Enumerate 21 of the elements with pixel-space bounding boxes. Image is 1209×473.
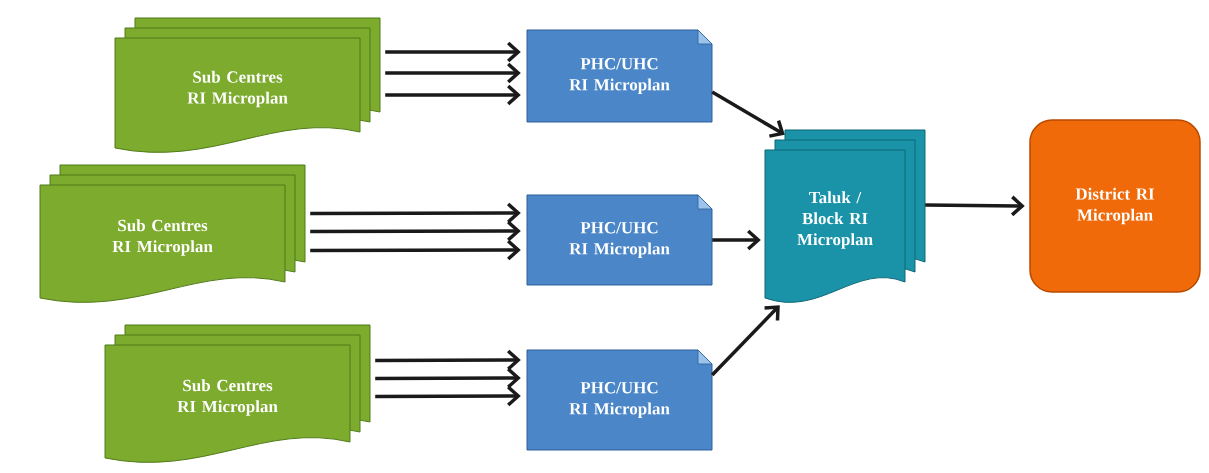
arrow (385, 41, 521, 63)
document-stack: Taluk / Block RI Microplan (764, 129, 926, 303)
arrow (925, 195, 1025, 217)
arrow (375, 385, 521, 407)
document-stack: Sub Centres RI Microplan (39, 164, 306, 303)
document-stack: Sub Centres RI Microplan (104, 324, 371, 463)
document-box: PHC/UHC RI Microplan (526, 349, 713, 451)
arrow (310, 202, 521, 224)
document-box: PHC/UHC RI Microplan (526, 194, 713, 286)
arrow (375, 367, 521, 389)
arrow (385, 84, 521, 106)
arrow (310, 239, 521, 261)
arrow (375, 349, 521, 371)
arrow (310, 220, 521, 242)
document-stack: Sub Centres RI Microplan (114, 17, 381, 153)
arrow (711, 90, 785, 138)
arrow (710, 305, 780, 377)
arrow (712, 229, 761, 251)
rounded-box: District RI Microplan (1029, 119, 1201, 293)
arrow (385, 62, 521, 84)
document-box: PHC/UHC RI Microplan (526, 29, 713, 123)
